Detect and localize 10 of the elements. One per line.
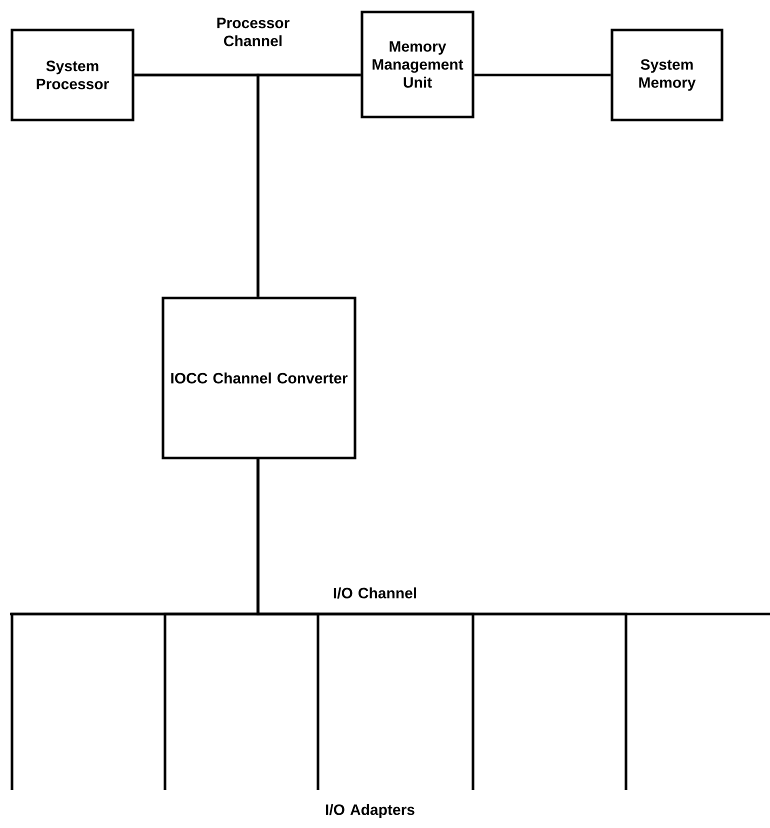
connector-line xyxy=(256,459,628,790)
block-box: IOCC Channel Converter xyxy=(162,296,356,460)
bus-label: Processor Channel xyxy=(217,18,290,46)
connector-line xyxy=(256,74,361,297)
connector-line xyxy=(474,74,611,76)
bus-label: I/O Adapters xyxy=(326,804,414,818)
block-box: System Processor xyxy=(10,28,134,122)
block-box: Memory Management Unit xyxy=(360,10,474,118)
block-box: System Memory xyxy=(610,28,724,122)
bus-label: I/O Channel xyxy=(334,587,416,599)
